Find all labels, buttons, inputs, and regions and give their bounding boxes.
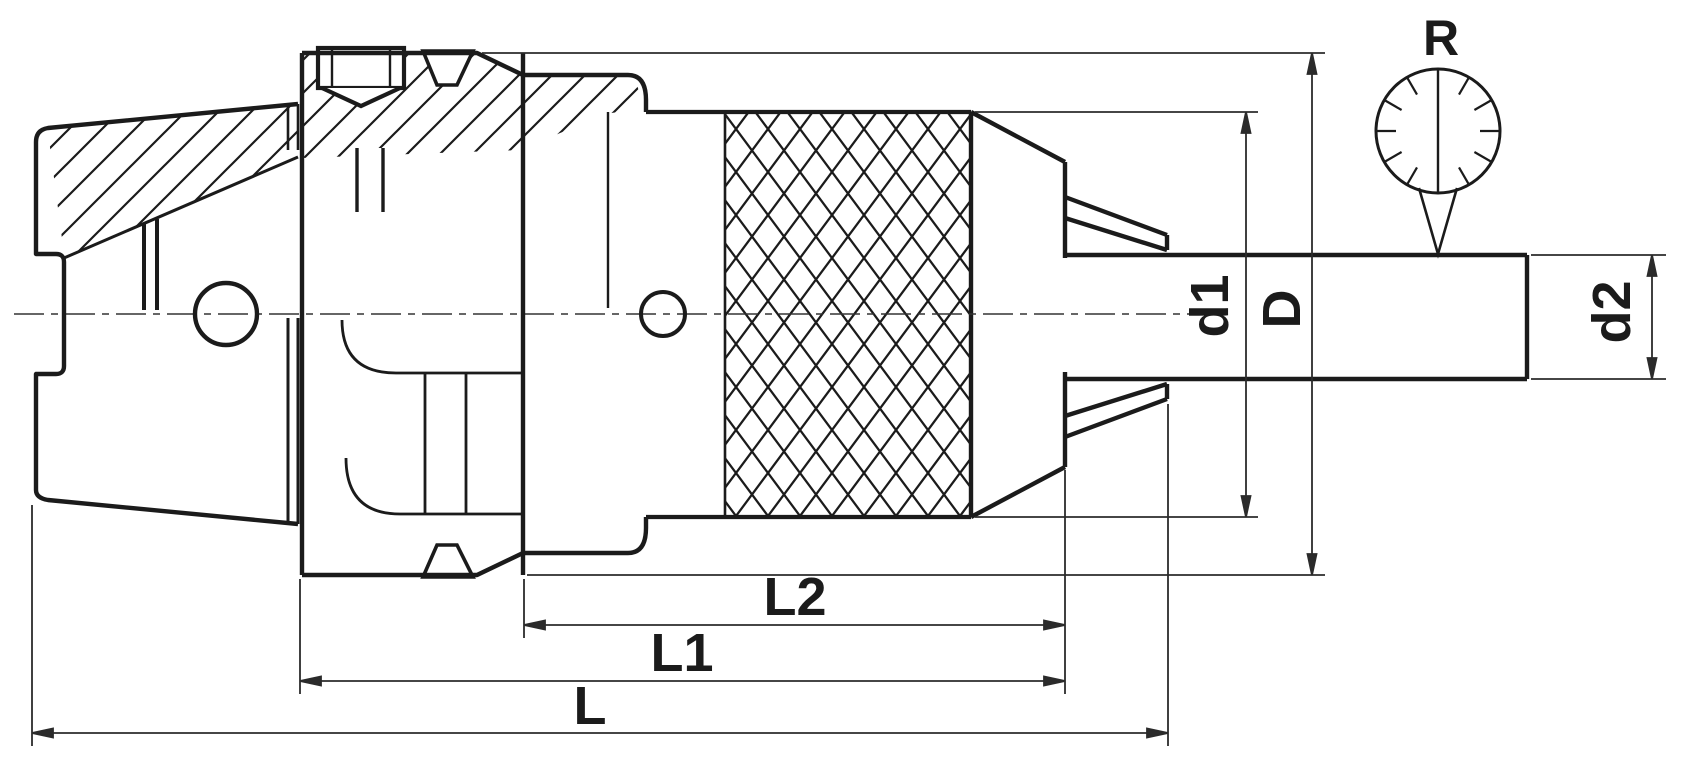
flange [299,50,526,578]
dial-ticks [1376,76,1500,186]
label-L2: L2 [763,567,826,627]
body-collar [523,72,649,556]
shank-hole [192,280,260,348]
jaw-bottom [1064,381,1170,440]
dial-stylus [1417,187,1459,259]
body-hole [639,290,687,338]
dim-d1 [975,111,1258,518]
shank-section-hatch [48,104,298,258]
label-d2: d2 [1582,280,1642,343]
jaw-top [1064,194,1170,253]
gripper-groove-bottom [420,543,476,579]
drive-slot [355,148,385,212]
dim-L2 [523,470,1066,694]
label-L: L [574,676,607,736]
label-R: R [1423,10,1459,66]
label-L1: L1 [650,623,713,683]
dim-d2 [1531,254,1666,380]
hsk-shank [33,101,299,527]
dim-L1 [299,579,1066,694]
dimension-labels: L2 L1 L D d1 d2 R [574,10,1643,736]
label-D: D [1252,290,1312,329]
test-bar [1065,252,1530,382]
label-d1: d1 [1180,274,1240,337]
interior-lines [63,104,610,524]
dim-D [482,52,1325,576]
dimension-lines [31,52,1666,746]
chuck-nose [969,110,1068,519]
dim-L [31,404,1169,746]
dial-indicator [1374,67,1502,259]
main-outline [33,50,1530,578]
